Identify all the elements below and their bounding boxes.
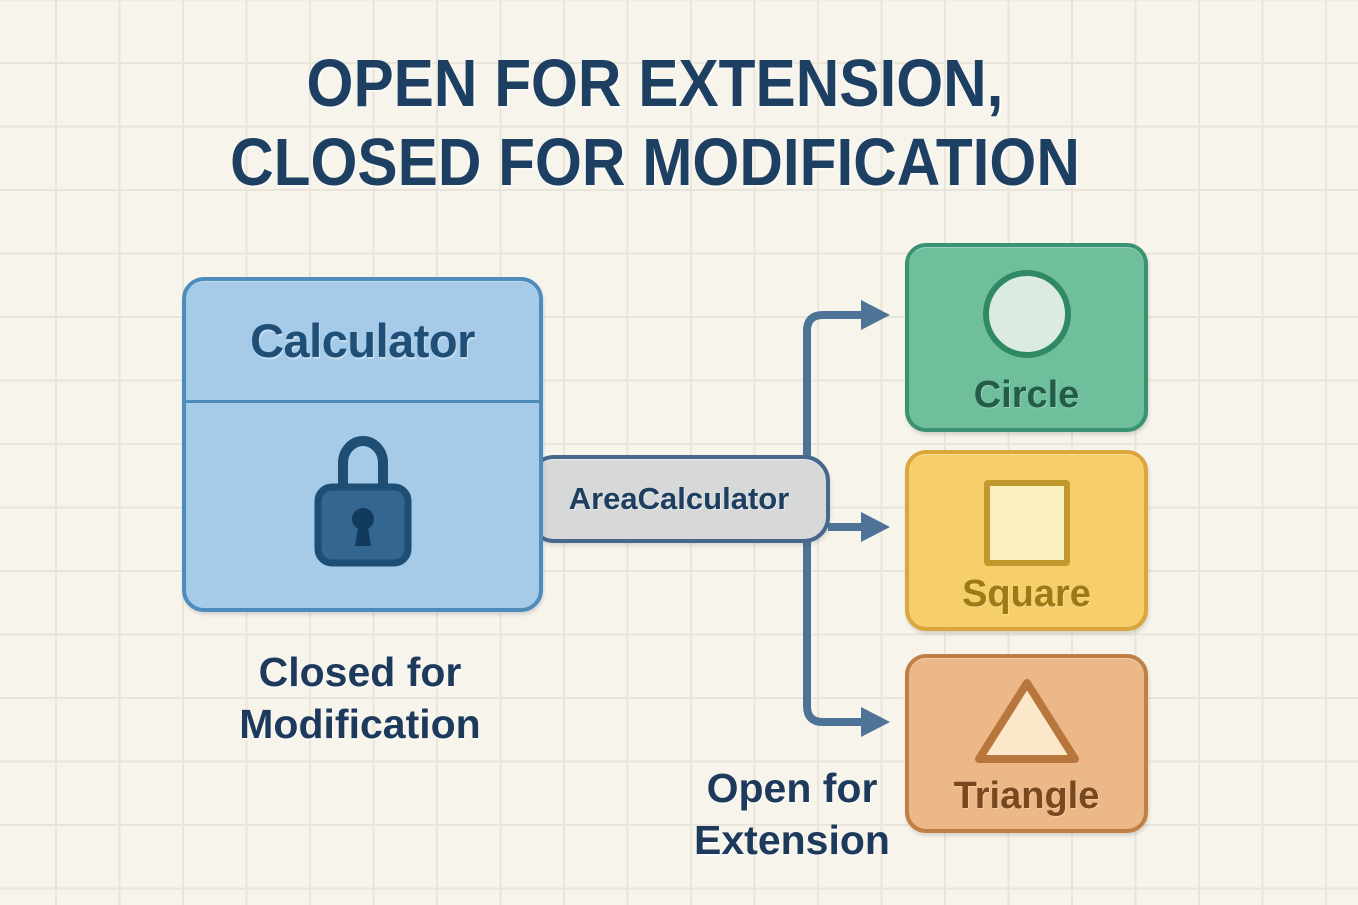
area-calculator-box: AreaCalculator — [528, 455, 830, 543]
caption-closed-for-modification: Closed for Modification — [160, 646, 560, 750]
circle-card-label: Circle — [973, 374, 1080, 416]
square-icon — [983, 480, 1070, 566]
triangle-card-label: Triangle — [953, 775, 1100, 817]
area-calculator-label: AreaCalculator — [568, 481, 790, 516]
arrowhead-to-square-icon — [861, 512, 890, 542]
circle-icon — [982, 270, 1071, 358]
page-title-line1: OPEN FOR EXTENSION, — [306, 46, 1004, 121]
caption-open-for-extension: Open for Extension — [642, 762, 942, 866]
calculator-box: Calculator — [182, 277, 543, 612]
caption-open-line1: Open for — [706, 765, 878, 811]
arrowhead-to-triangle-icon — [861, 707, 890, 737]
calculator-header: Calculator — [186, 281, 539, 403]
arrowhead-to-circle-icon — [861, 300, 890, 330]
caption-open-line2: Extension — [694, 817, 890, 863]
caption-closed-line2: Modification — [239, 701, 481, 747]
triangle-icon — [974, 679, 1079, 763]
page-title: OPEN FOR EXTENSION, CLOSED FOR MODIFICAT… — [66, 44, 1245, 202]
page-title-line2: CLOSED FOR MODIFICATION — [230, 125, 1080, 200]
circle-card: Circle — [905, 243, 1148, 432]
caption-closed-line1: Closed for — [258, 649, 462, 695]
square-card: Square — [905, 450, 1148, 631]
square-card-label: Square — [962, 573, 1091, 615]
lock-icon — [314, 436, 412, 567]
triangle-card: Triangle — [905, 654, 1148, 833]
calculator-title: Calculator — [250, 314, 475, 367]
